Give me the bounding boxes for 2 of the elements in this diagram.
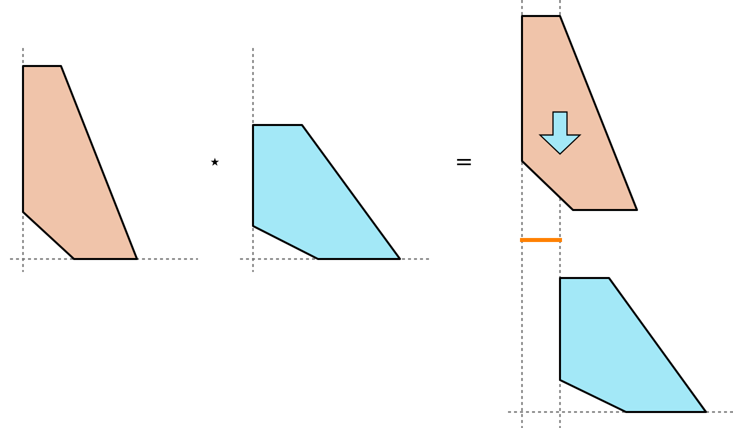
operator-symbol: =: [454, 152, 474, 174]
operator-symbol: ⋆: [208, 152, 222, 174]
